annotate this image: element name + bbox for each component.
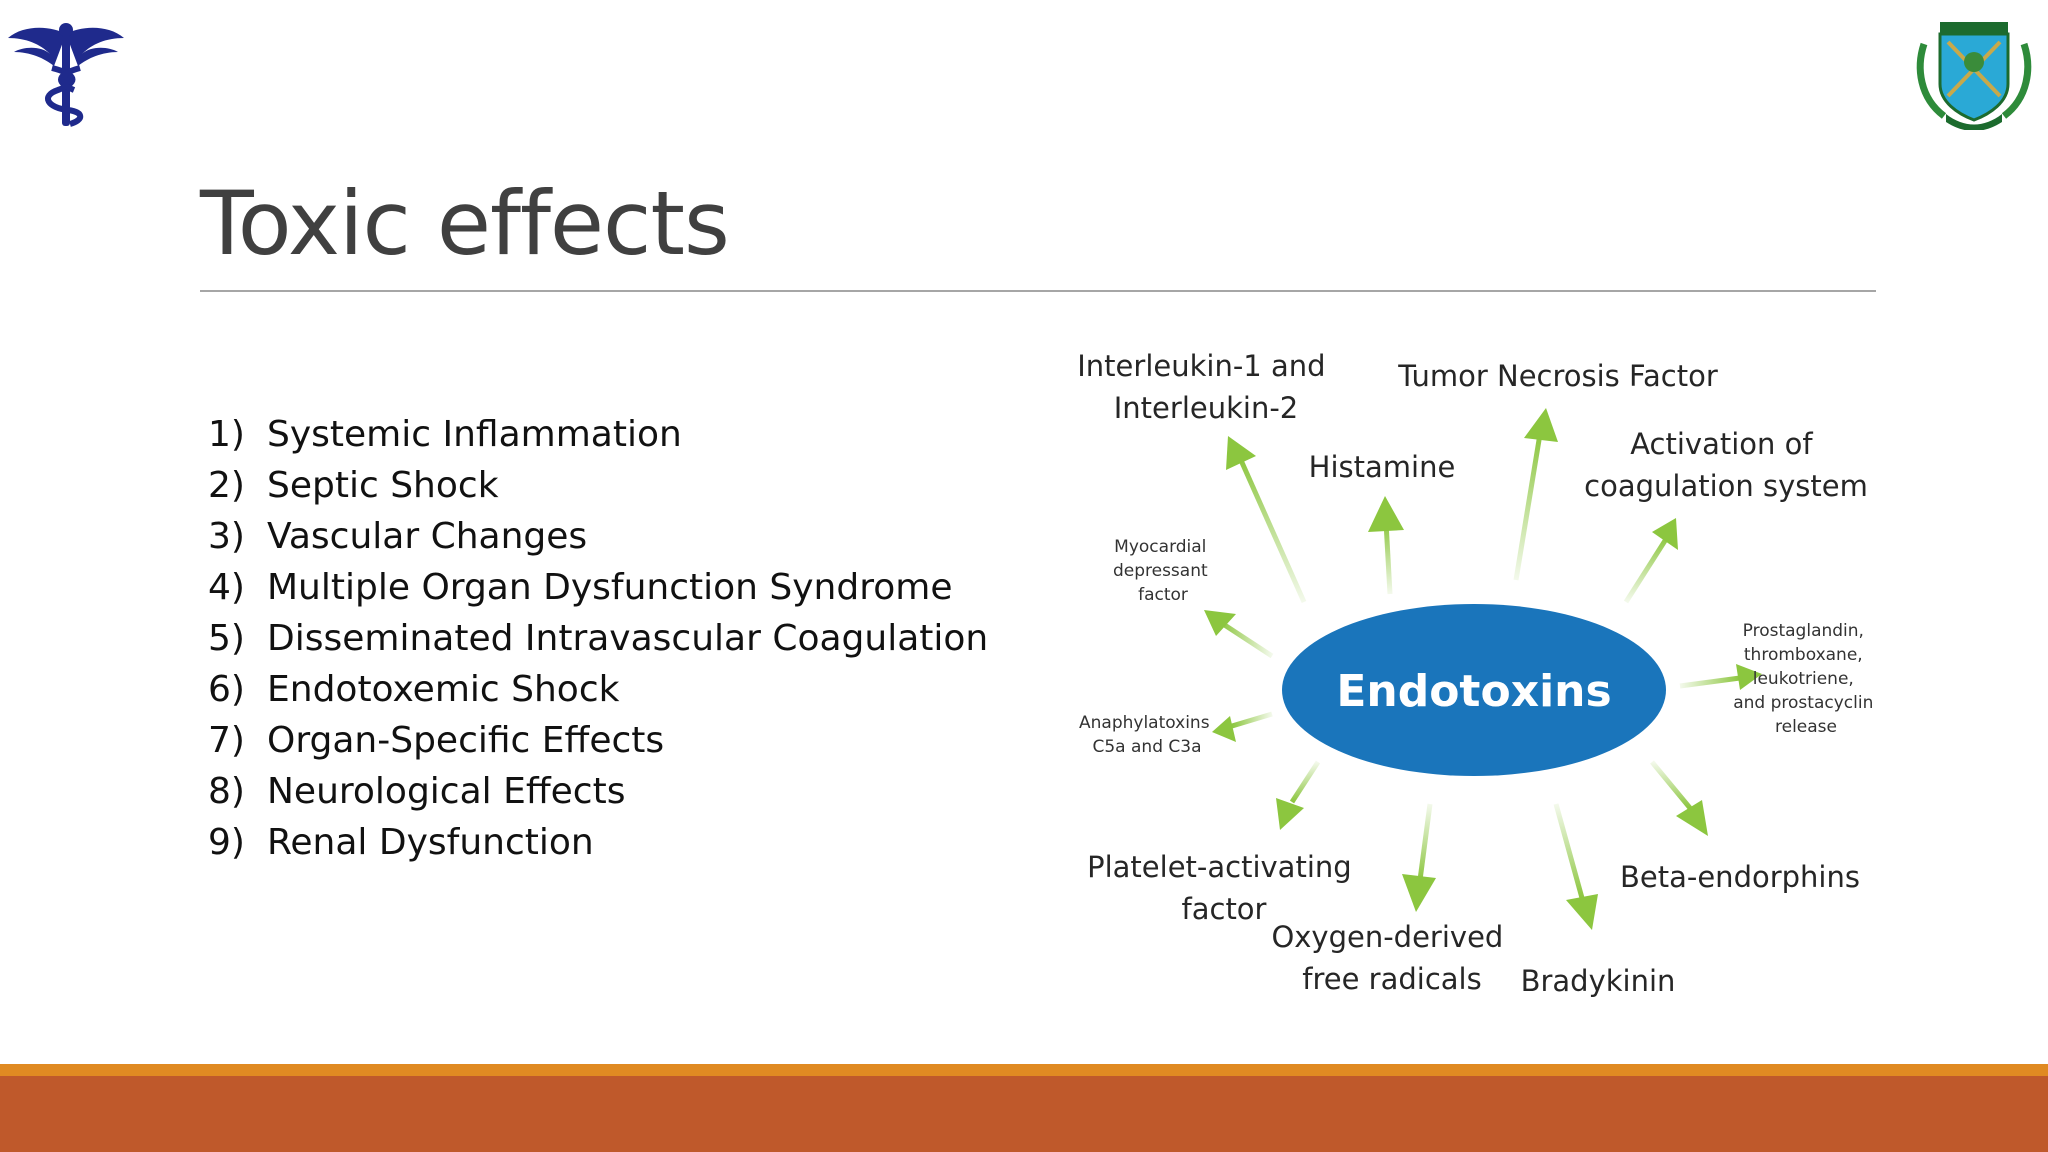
list-item: 4) Multiple Organ Dysfunction Syndrome bbox=[208, 562, 988, 613]
toxic-effects-list: 1) Systemic Inflammation 2) Septic Shock 3… bbox=[208, 409, 988, 868]
arrow-tnf bbox=[1513, 408, 1558, 581]
list-item-number: 6) bbox=[208, 669, 245, 710]
label-interleukin: Interleukin-1 and Interleukin-2 bbox=[1077, 349, 1335, 425]
list-item: 9) Renal Dysfunction bbox=[208, 817, 988, 868]
list-item-text: Disseminated Intravascular Coagulation bbox=[267, 618, 989, 659]
list-item: 3) Vascular Changes bbox=[208, 511, 988, 562]
list-item: 8) Neurological Effects bbox=[208, 766, 988, 817]
list-item-text: Multiple Organ Dysfunction Syndrome bbox=[267, 567, 953, 608]
title-divider bbox=[200, 290, 1876, 292]
label-bradykinin: Bradykinin bbox=[1521, 964, 1676, 998]
list-item-number: 7) bbox=[208, 720, 245, 761]
center-label: Endotoxins bbox=[1336, 666, 1611, 717]
arrow-bradykinin bbox=[1553, 803, 1598, 930]
arrow-interleukin bbox=[1226, 436, 1307, 604]
list-item-number: 4) bbox=[208, 567, 245, 608]
list-item: 2) Septic Shock bbox=[208, 460, 988, 511]
label-anaphylatoxins: Anaphylatoxins C5a and C3a bbox=[1079, 713, 1215, 757]
slide-title: Toxic effects bbox=[200, 172, 730, 275]
label-oxygen: Oxygen-derived free radicals bbox=[1271, 920, 1512, 996]
arrow-beta bbox=[1650, 760, 1708, 836]
arrow-myocardial bbox=[1204, 610, 1274, 659]
list-item-text: Septic Shock bbox=[267, 465, 499, 506]
list-item-number: 9) bbox=[208, 822, 245, 863]
list-item: 6) Endotoxemic Shock bbox=[208, 664, 988, 715]
label-beta: Beta-endorphins bbox=[1620, 860, 1860, 894]
footer-accent-bar bbox=[0, 1064, 2048, 1076]
arrow-anaphylatoxins bbox=[1212, 711, 1273, 742]
label-coagulation: Activation of coagulation system bbox=[1584, 427, 1868, 503]
list-item-text: Vascular Changes bbox=[267, 516, 588, 557]
list-item-text: Systemic Inflammation bbox=[267, 414, 682, 455]
endotoxins-diagram: Endotoxins Interleukin-1 and Interleukin… bbox=[1060, 330, 1900, 1010]
arrow-oxygen bbox=[1402, 803, 1436, 912]
label-tnf: Tumor Necrosis Factor bbox=[1397, 359, 1718, 393]
list-item-number: 5) bbox=[208, 618, 245, 659]
arrow-platelet bbox=[1276, 760, 1321, 830]
footer-bar bbox=[0, 1076, 2048, 1152]
list-item-text: Renal Dysfunction bbox=[267, 822, 594, 863]
arrow-coagulation bbox=[1623, 518, 1678, 604]
list-item-text: Organ-Specific Effects bbox=[267, 720, 665, 761]
label-histamine: Histamine bbox=[1309, 450, 1456, 484]
list-item-number: 8) bbox=[208, 771, 245, 812]
endotoxins-ellipse bbox=[1282, 604, 1666, 776]
list-item: 1) Systemic Inflammation bbox=[208, 409, 988, 460]
list-item-number: 3) bbox=[208, 516, 245, 557]
university-seal-logo bbox=[1910, 18, 2038, 131]
label-platelet: Platelet-activating factor bbox=[1087, 850, 1361, 926]
arrow-histamine bbox=[1368, 496, 1404, 595]
list-item: 5) Disseminated Intravascular Coagulation bbox=[208, 613, 988, 664]
label-myocardial: Myocardial depressant factor bbox=[1113, 537, 1213, 605]
list-item-number: 2) bbox=[208, 465, 245, 506]
list-item-number: 1) bbox=[208, 414, 245, 455]
label-prostaglandin: Prostaglandin, thromboxane, leukotriene,… bbox=[1733, 621, 1879, 737]
list-item-text: Neurological Effects bbox=[267, 771, 626, 812]
arrow-prostaglandin bbox=[1679, 664, 1762, 690]
list-item-text: Endotoxemic Shock bbox=[267, 669, 620, 710]
caduceus-logo bbox=[4, 16, 128, 134]
list-item: 7) Organ-Specific Effects bbox=[208, 715, 988, 766]
